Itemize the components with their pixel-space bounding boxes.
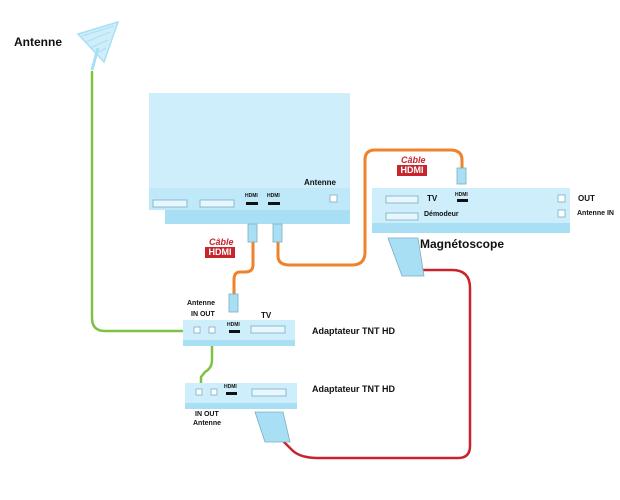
- tv-device: [149, 93, 350, 243]
- vcr-label: Magnétoscope: [420, 237, 505, 251]
- hdmi-plug: [272, 223, 283, 243]
- adapter-2-scart-port: [251, 388, 287, 397]
- adapter-2-in-port: [195, 388, 203, 396]
- vcr-out-port: [557, 194, 566, 203]
- adapter-1-in-port: [193, 326, 201, 334]
- vcr-antenna-in-label: Antenne IN: [577, 210, 614, 217]
- hdmi-plug: [247, 223, 258, 243]
- vcr-demod-label: Démodeur: [424, 211, 459, 218]
- hdmi-cable-logo: Câble HDMI: [397, 155, 427, 179]
- coax-cable-antenna: [90, 70, 198, 333]
- adapter-1-in-out-label: IN OUT: [191, 311, 215, 318]
- adapter-1-hdmi-port: [229, 330, 240, 333]
- port-label: HDMI: [227, 322, 240, 328]
- scart-plug: [254, 411, 291, 443]
- hdmi-plug: [228, 293, 239, 313]
- tv-hdmi-port-1: [246, 202, 258, 205]
- adapter-1-tv-label: TV: [261, 311, 272, 320]
- adapter-1-device: [183, 293, 295, 346]
- logo-top-text: Câble: [401, 155, 426, 165]
- vcr-scart-port-tv: [385, 195, 419, 204]
- adapter-2-antenna-label: Antenne: [193, 420, 221, 427]
- adapter-2-device: [185, 383, 297, 443]
- logo-bottom-text: HDMI: [205, 247, 235, 258]
- coax-cable-adapter-link: [199, 334, 214, 394]
- vcr-antenna-in-port: [557, 209, 566, 218]
- adapter-2-out-port: [210, 388, 218, 396]
- adapter-1-antenna-label: Antenne: [187, 300, 215, 307]
- port-label: HDMI: [245, 193, 258, 199]
- tv-antenna-label: Antenne: [304, 178, 336, 187]
- port-label: HDMI: [455, 192, 468, 198]
- adapter-2-in-out-label: IN OUT: [195, 411, 219, 418]
- adapter-2-hdmi-port: [226, 392, 237, 395]
- vcr-tv-label: TV: [427, 194, 438, 203]
- port-label: HDMI: [224, 384, 237, 390]
- tv-antenna-port: [329, 194, 338, 203]
- adapter-2-label: Adaptateur TNT HD: [312, 384, 395, 394]
- vcr-device: [372, 167, 570, 277]
- adapter-1-label: Adaptateur TNT HD: [312, 326, 395, 336]
- tv-scart-port-2: [199, 199, 235, 208]
- hdmi-cable-tv-vcr: [276, 148, 464, 267]
- antenna-icon: [76, 20, 120, 71]
- logo-bottom-text: HDMI: [397, 165, 427, 176]
- adapter-1-out-port: [208, 326, 216, 334]
- vcr-out-label: OUT: [578, 194, 595, 203]
- scart-cable: [280, 268, 472, 460]
- hdmi-plug: [456, 167, 467, 185]
- hdmi-cable-logo: Câble HDMI: [205, 237, 235, 261]
- adapter-1-scart-port: [250, 325, 286, 334]
- vcr-hdmi-port: [457, 199, 468, 202]
- tv-hdmi-port-2: [268, 202, 280, 205]
- hdmi-cable-tv-adapter: [232, 240, 255, 302]
- port-label: HDMI: [267, 193, 280, 199]
- logo-top-text: Câble: [209, 237, 234, 247]
- scart-plug: [387, 237, 425, 277]
- tv-scart-port-1: [152, 199, 188, 208]
- vcr-scart-port-demod: [385, 212, 419, 221]
- antenna-label: Antenne: [14, 35, 62, 49]
